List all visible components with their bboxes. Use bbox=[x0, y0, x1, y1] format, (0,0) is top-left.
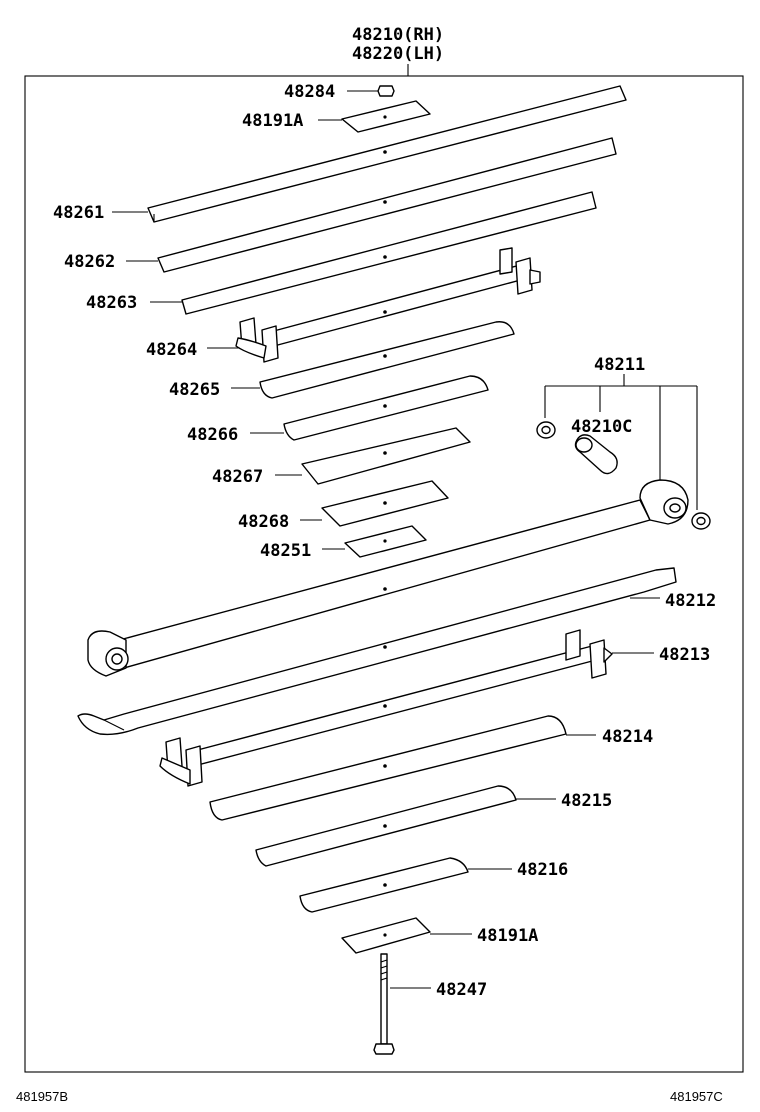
label-48191a-bottom: 48191A bbox=[477, 926, 538, 946]
label-48265: 48265 bbox=[169, 380, 220, 400]
assembly-lh-label: 48220(LH) bbox=[352, 44, 444, 64]
bushing-48210c bbox=[574, 434, 618, 475]
label-48216: 48216 bbox=[517, 860, 568, 880]
label-48251: 48251 bbox=[260, 541, 311, 561]
diagram-frame bbox=[24, 75, 744, 1073]
label-48213: 48213 bbox=[659, 645, 710, 665]
bushing-48211-left bbox=[536, 421, 556, 439]
label-48247: 48247 bbox=[436, 980, 487, 1000]
leaf-48212-main bbox=[87, 479, 689, 677]
leaf-48261 bbox=[147, 85, 627, 223]
nut-48284 bbox=[377, 85, 395, 97]
label-48267: 48267 bbox=[212, 467, 263, 487]
label-48191a-top: 48191A bbox=[242, 111, 303, 131]
label-48215: 48215 bbox=[561, 791, 612, 811]
label-48212: 48212 bbox=[665, 591, 716, 611]
leaf-48213-with-clips bbox=[159, 629, 613, 787]
leaf-48263 bbox=[181, 191, 597, 315]
label-48264: 48264 bbox=[146, 340, 197, 360]
leaf-48266 bbox=[283, 375, 489, 441]
label-48266: 48266 bbox=[187, 425, 238, 445]
label-48263: 48263 bbox=[86, 293, 137, 313]
label-48262: 48262 bbox=[64, 252, 115, 272]
label-48284: 48284 bbox=[284, 82, 335, 102]
center-bolt-48247 bbox=[373, 953, 395, 1055]
label-48211: 48211 bbox=[594, 355, 645, 375]
label-48210c: 48210C bbox=[571, 417, 632, 437]
figure-code-right: 481957C bbox=[670, 1089, 723, 1104]
assembly-rh-label: 48210(RH) bbox=[352, 25, 444, 45]
leaf-48264-with-clips bbox=[235, 247, 541, 363]
leaf-48212 bbox=[77, 567, 677, 736]
label-48214: 48214 bbox=[602, 727, 653, 747]
label-48268: 48268 bbox=[238, 512, 289, 532]
figure-code-left: 481957B bbox=[16, 1089, 68, 1104]
bushing-48211-right bbox=[691, 512, 711, 530]
leaf-48214 bbox=[209, 715, 567, 821]
label-48261: 48261 bbox=[53, 203, 104, 223]
leaf-48262 bbox=[157, 137, 617, 273]
leaf-48267 bbox=[301, 427, 471, 485]
leaf-48265 bbox=[259, 321, 515, 399]
